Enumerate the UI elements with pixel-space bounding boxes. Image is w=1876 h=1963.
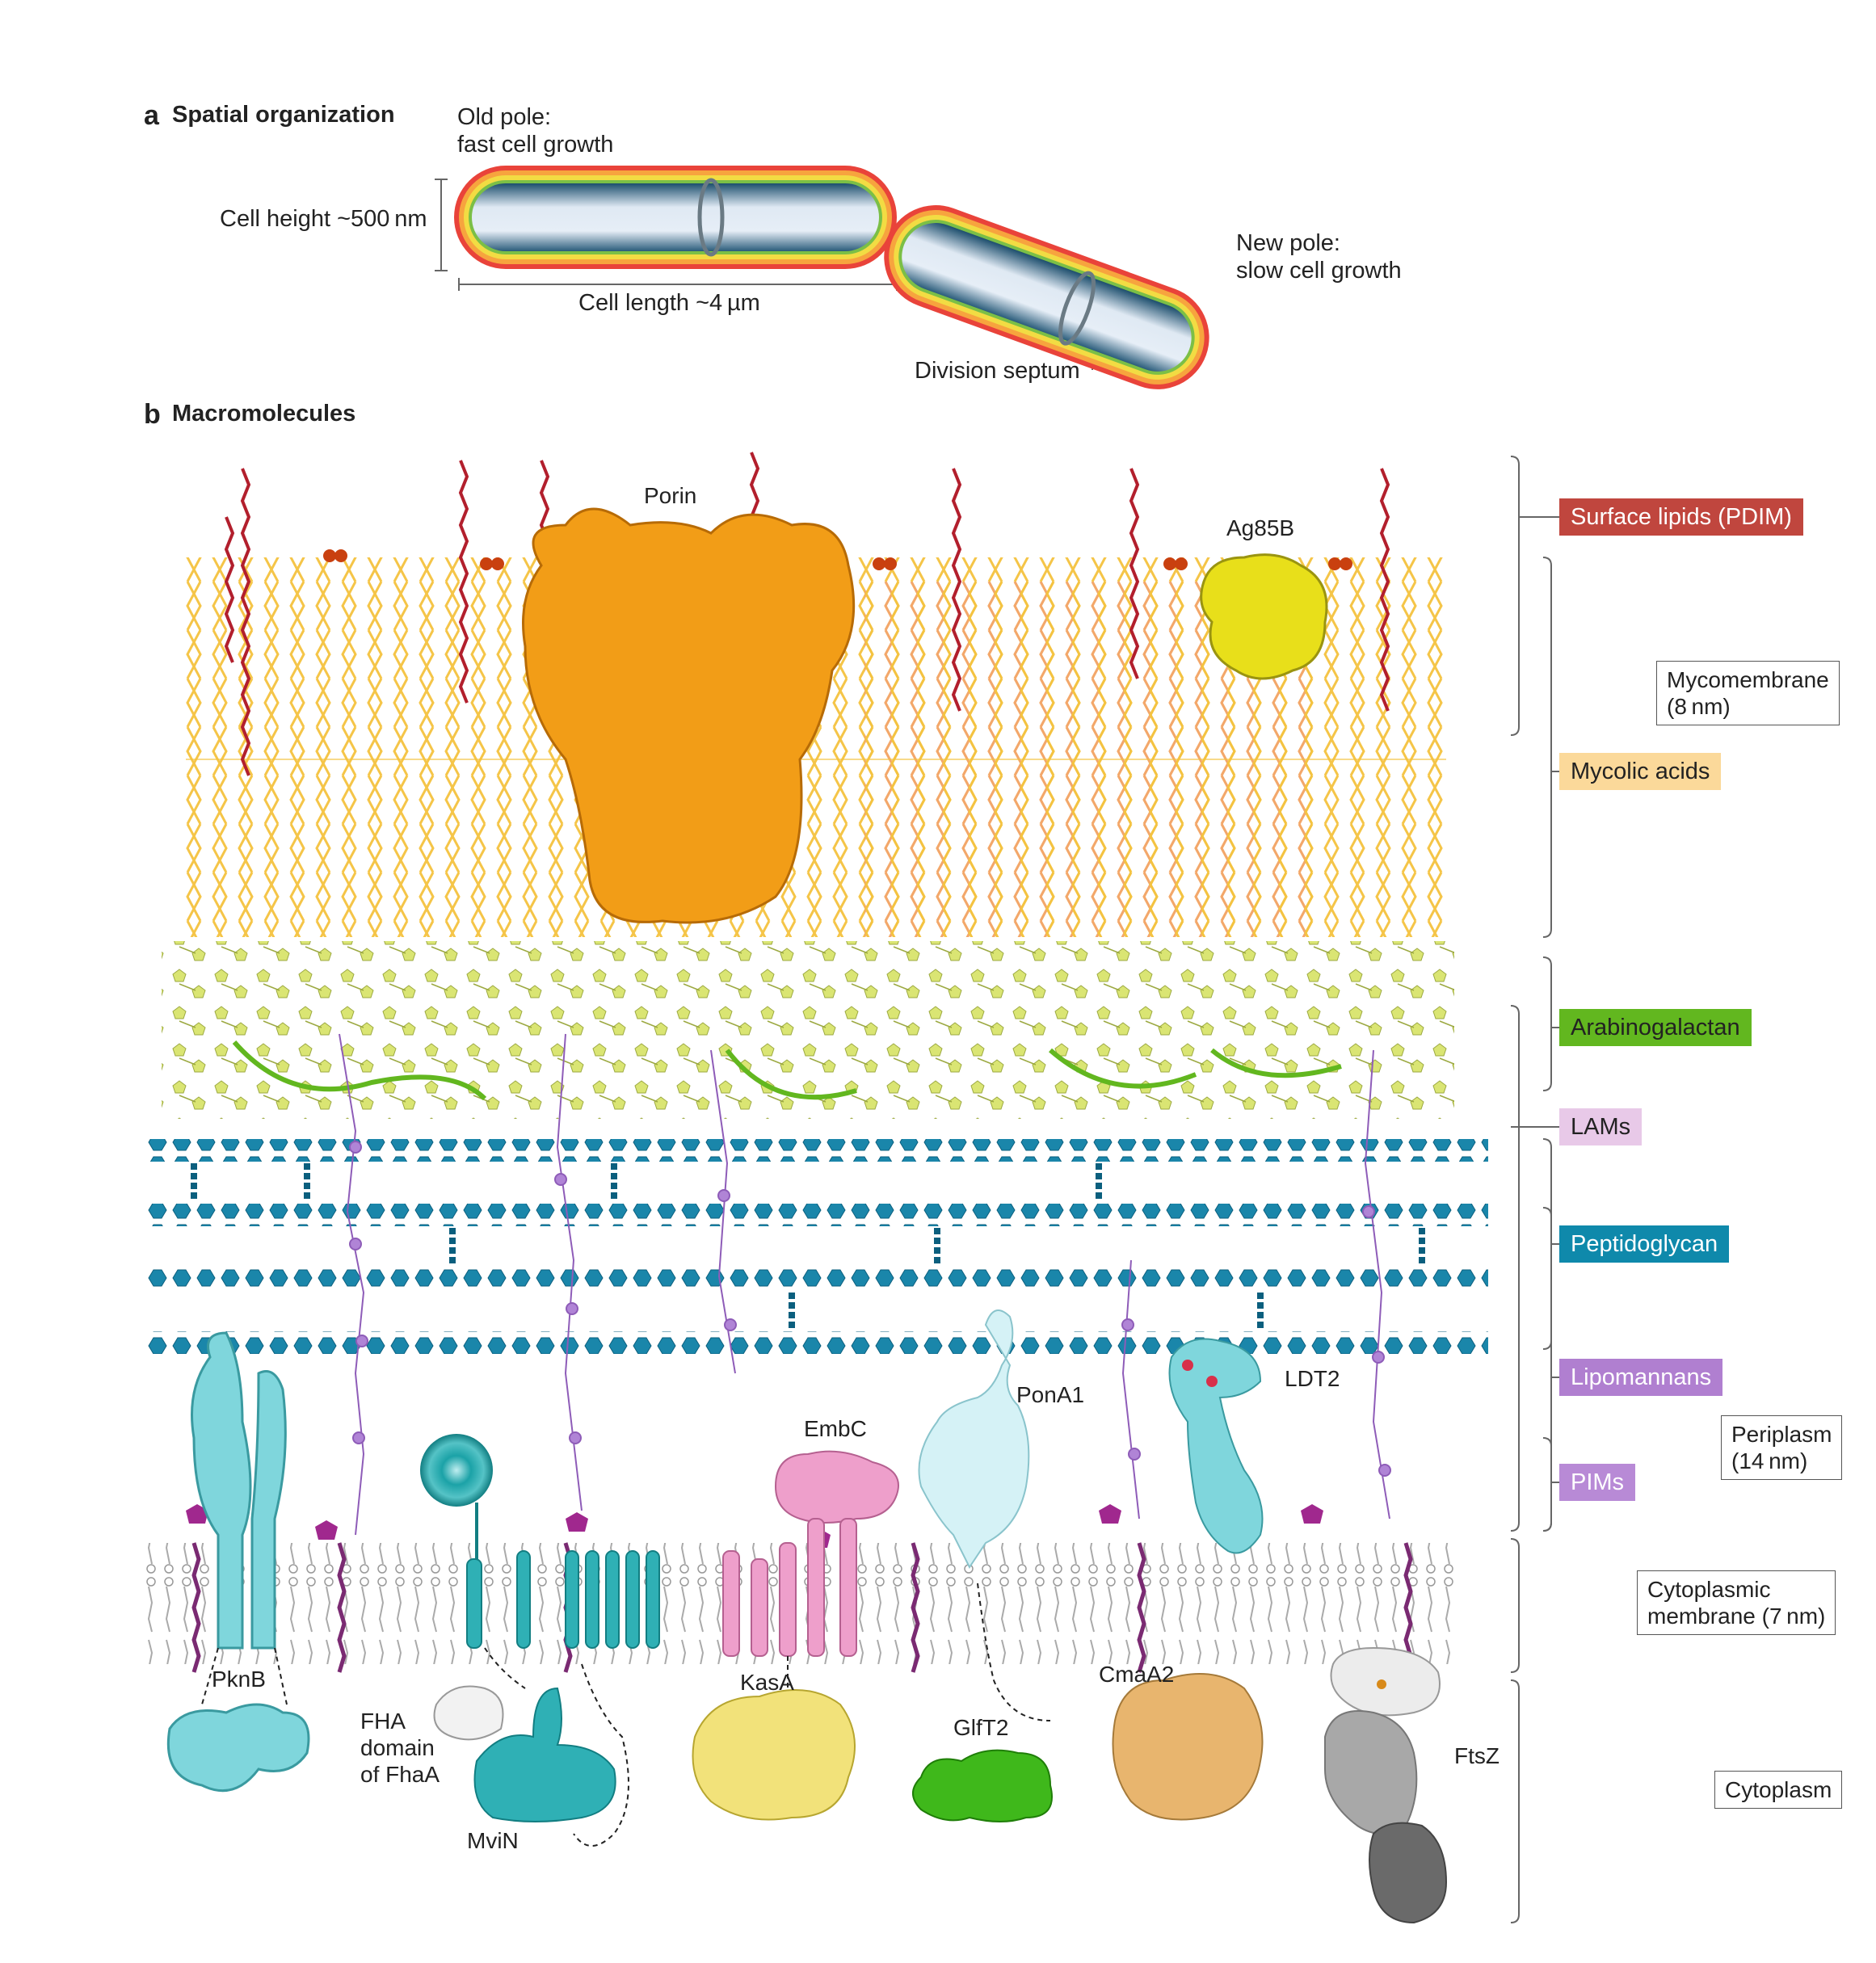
panel-a-letter: a — [144, 100, 159, 131]
ldt2-label: LDT2 — [1285, 1366, 1340, 1391]
legend-arabinogalactan: Arabinogalactan — [1559, 1009, 1752, 1046]
fha-label-line2: domain — [360, 1735, 435, 1760]
cytoplasm-box: Cytoplasm — [1714, 1771, 1843, 1809]
pknb-protein — [166, 1331, 310, 1793]
mvin-linker — [573, 1663, 629, 1847]
porin-protein — [522, 507, 856, 924]
periplasm-line2: (14 nm) — [1731, 1448, 1808, 1473]
legend-surface-lipids: Surface lipids (PDIM) — [1559, 498, 1803, 536]
embc-label: EmbC — [804, 1416, 867, 1441]
cytoplasmic-membrane-box: Cytoplasmic membrane (7 nm) — [1637, 1570, 1836, 1635]
lipomannan-chains — [339, 1033, 1391, 1536]
pknb-label: PknB — [212, 1667, 266, 1692]
periplasm-line1: Periplasm — [1731, 1422, 1832, 1447]
fha-linker — [484, 1647, 526, 1689]
legend-lipomannans: Lipomannans — [1559, 1359, 1723, 1396]
cytoplasmic-membrane — [145, 1504, 1454, 1673]
kasa-protein — [692, 1689, 856, 1821]
fha-domain-ball — [420, 1434, 493, 1507]
layer-brackets — [1510, 456, 1559, 1923]
glft2-label: GlfT2 — [953, 1715, 1009, 1740]
new-pole-line1: New pole: — [1236, 230, 1340, 256]
cell-diagram — [435, 166, 1209, 389]
septum-label: Division septum — [915, 358, 1080, 384]
old-pole-label: Old pole: fast cell growth — [457, 103, 613, 158]
ldt2-protein — [1168, 1338, 1264, 1554]
cmaa2-label: CmaA2 — [1099, 1662, 1175, 1687]
old-pole-line1: Old pole: — [457, 104, 552, 130]
mvin-protein — [466, 1550, 660, 1649]
embc-protein — [722, 1450, 899, 1657]
new-cell — [884, 205, 1209, 389]
legend-lams: LAMs — [1559, 1108, 1643, 1145]
old-cell — [454, 166, 897, 269]
panel-a-title: Spatial organization — [172, 102, 395, 128]
ftsz-protein — [1324, 1646, 1448, 1924]
panel-b-title: Macromolecules — [172, 401, 356, 427]
macromolecule-diagram — [145, 452, 1559, 1924]
pona1-protein — [918, 1309, 1030, 1569]
length-dimension — [458, 278, 898, 291]
surface-lipids — [224, 452, 1390, 776]
ag85b-label: Ag85B — [1226, 515, 1295, 540]
cytoplasmic-membrane-line2: membrane (7 nm) — [1647, 1604, 1826, 1629]
old-pole-line2: fast cell growth — [457, 132, 614, 158]
new-pole-line2: slow cell growth — [1236, 258, 1402, 284]
fha-label: FHA domain of FhaA — [360, 1708, 440, 1788]
kasa-label: KasA — [740, 1670, 794, 1695]
new-pole-label: New pole: slow cell growth — [1236, 229, 1402, 284]
pona1-linker — [977, 1583, 1051, 1721]
mycomembrane-box: Mycomembrane (8 nm) — [1656, 661, 1840, 725]
cytoplasmic-membrane-line1: Cytoplasmic — [1647, 1577, 1771, 1602]
peptidoglycan-layer — [147, 1139, 1488, 1354]
arabinogalactan-layer — [162, 941, 1454, 1119]
fha-label-line1: FHA — [360, 1709, 406, 1734]
cmaa2-protein — [1112, 1673, 1264, 1821]
legend-pims: PIMs — [1559, 1464, 1636, 1501]
ag85b-protein — [1200, 553, 1328, 680]
pona1-label: PonA1 — [1016, 1382, 1085, 1407]
panel-b-letter: b — [144, 399, 161, 430]
fha-cytoplasmic-protein — [433, 1685, 616, 1822]
fha-label-line3: of FhaA — [360, 1762, 440, 1787]
porin-label: Porin — [644, 483, 697, 508]
mvin-label: MviN — [467, 1828, 519, 1853]
mycomembrane-line1: Mycomembrane — [1667, 667, 1829, 692]
trehalose-headgroups — [323, 549, 1352, 570]
ftsz-label: FtsZ — [1454, 1743, 1500, 1768]
periplasm-box: Periplasm (14 nm) — [1721, 1415, 1843, 1480]
glft2-protein — [912, 1749, 1053, 1822]
legend-peptidoglycan: Peptidoglycan — [1559, 1225, 1730, 1263]
cell-height-label: Cell height ~500 nm — [220, 206, 427, 232]
height-dimension — [435, 179, 448, 271]
legend-mycolic-acids: Mycolic acids — [1559, 753, 1722, 790]
cell-length-label: Cell length ~4 µm — [578, 290, 760, 316]
mycomembrane-line2: (8 nm) — [1667, 694, 1731, 719]
pknb-linkers — [201, 1647, 288, 1705]
